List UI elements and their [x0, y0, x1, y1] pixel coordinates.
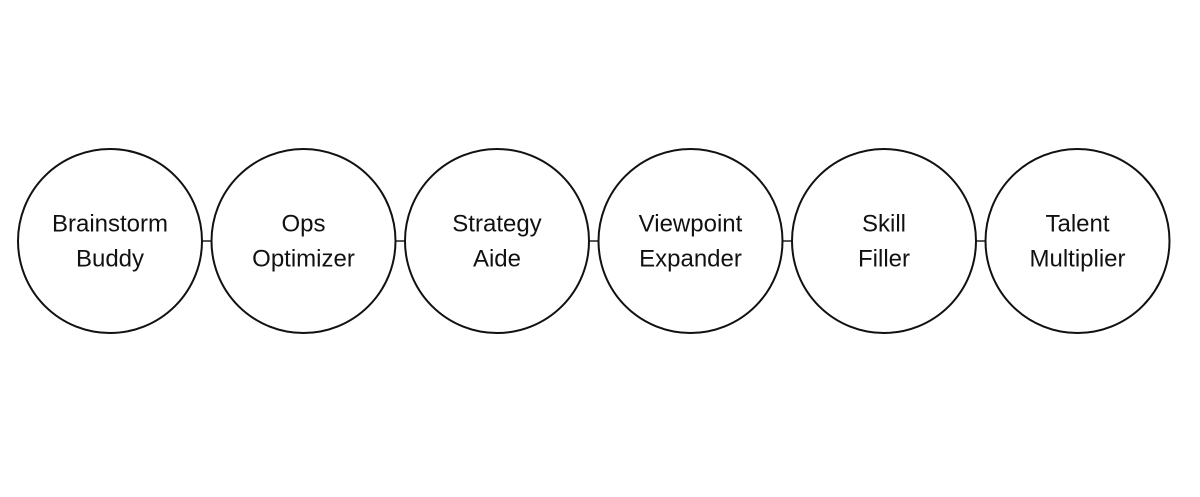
node-circle	[210, 148, 397, 334]
node-label-line: Filler	[858, 246, 910, 273]
node-circle	[597, 148, 784, 334]
node-label-line: Skill	[862, 211, 906, 238]
node-label-line: Multiplier	[1029, 246, 1125, 273]
node-label-line: Talent	[1045, 211, 1109, 238]
node-label-line: Aide	[473, 246, 521, 273]
node-label-line: Optimizer	[252, 246, 355, 273]
node-label-line: Ops	[281, 211, 325, 238]
node-label-line: Strategy	[452, 211, 541, 238]
node-circle	[984, 148, 1171, 334]
node-layer: BrainstormBuddyOpsOptimizerStrategyAideV…	[17, 148, 1171, 334]
node-circle	[404, 148, 590, 334]
node-circle	[791, 148, 977, 334]
node-label-line: Buddy	[76, 246, 144, 273]
node-label-line: Expander	[639, 246, 742, 273]
node-label-line: Brainstorm	[52, 211, 168, 238]
node-label-line: Viewpoint	[639, 211, 743, 238]
node-circle	[17, 148, 203, 334]
